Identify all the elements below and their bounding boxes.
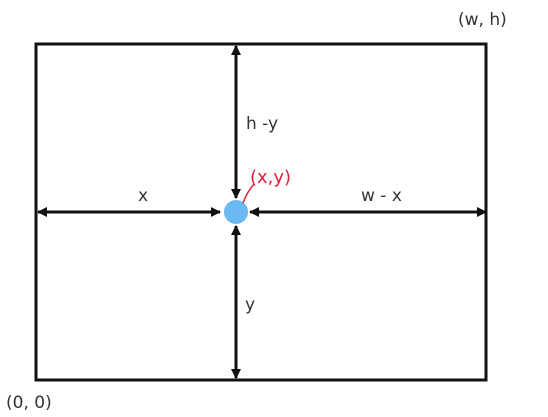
- corner-label-top-right: (w, h): [458, 10, 507, 30]
- point-label: (x,y): [250, 167, 291, 188]
- point-label-leader: [242, 183, 255, 204]
- bottom-distance-label: y: [245, 295, 255, 315]
- top-distance-label: h -y: [246, 114, 278, 134]
- point-marker: [224, 200, 248, 224]
- corner-label-bottom-left: (0, 0): [6, 393, 52, 413]
- left-distance-label: x: [138, 186, 148, 206]
- right-distance-label: w - x: [361, 186, 402, 206]
